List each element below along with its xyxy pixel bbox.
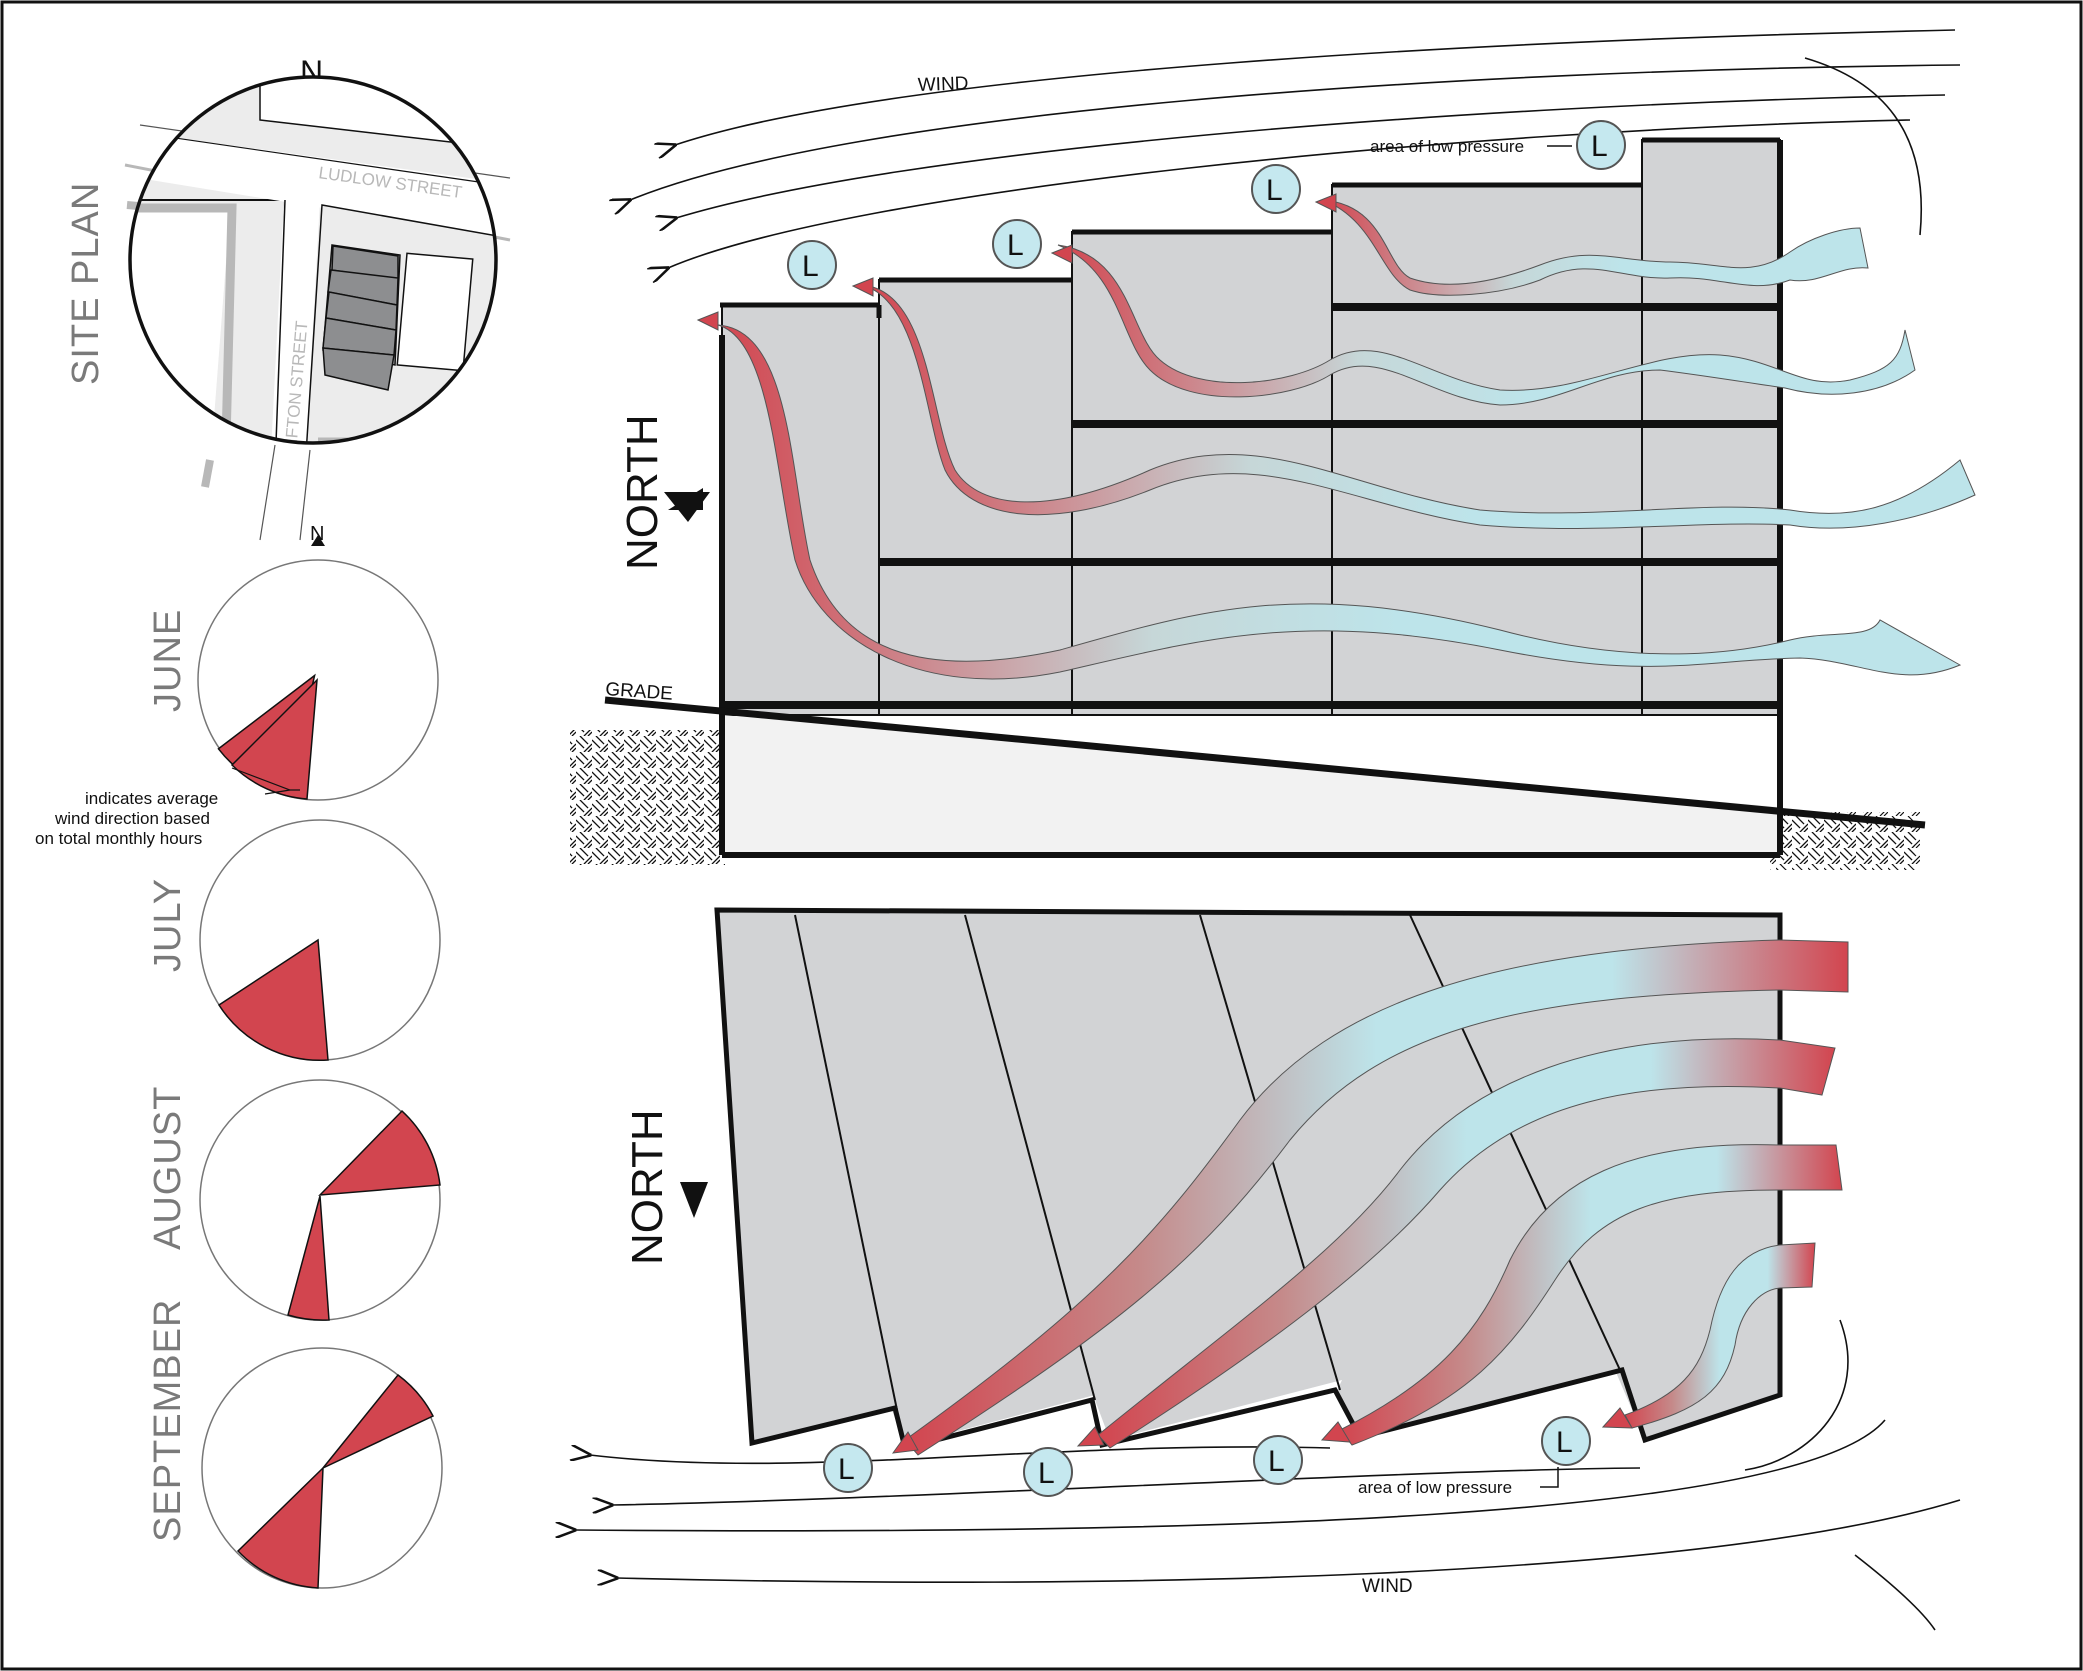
section-L-1: L <box>802 250 819 283</box>
site-plan-title: SITE PLAN <box>65 182 107 385</box>
plan-L-1: L <box>838 1453 855 1486</box>
section-ribbon-1 <box>717 324 1962 680</box>
plan-ribbon-3 <box>1339 1144 1843 1446</box>
section-L-3: L <box>1266 174 1283 207</box>
wind-roses: N JUNE indicates average wind direction … <box>35 523 443 1589</box>
plan-L-4: L <box>1556 1426 1573 1459</box>
section-L-2: L <box>1007 229 1024 262</box>
wind-wedge-june <box>230 678 318 800</box>
rose-north-arrow-icon <box>311 535 325 546</box>
plan-L-2: L <box>1038 1457 1055 1490</box>
plan-low-pressure-markers: L L L L <box>823 1416 1591 1497</box>
plan-low-pressure-label: area of low pressure <box>1358 1478 1512 1497</box>
month-label-june: JUNE <box>147 609 189 712</box>
annotation-line-2: wind direction based <box>54 809 210 828</box>
wind-wedge-august-1 <box>318 1109 441 1196</box>
section-ribbon-2 <box>861 284 1976 530</box>
section-low-pressure-label: area of low pressure <box>1370 137 1524 156</box>
plan-wind-label: WIND <box>1362 1576 1413 1597</box>
grade-label: GRADE <box>605 679 674 705</box>
plan-north-arrow-icon <box>680 1182 708 1218</box>
plan-diagram: WIND L L L L area of low pressure NORTH <box>575 907 1961 1631</box>
wind-wedge-september-1 <box>322 1373 435 1469</box>
site-plan-circle <box>128 75 498 445</box>
grade-line <box>604 696 1926 829</box>
site-plan: SITE PLAN N <box>65 54 511 541</box>
month-label-july: JULY <box>147 878 189 972</box>
plan-north-label: NORTH <box>623 1109 672 1265</box>
plan-L-3: L <box>1268 1445 1285 1478</box>
plan-outline <box>714 907 1783 1452</box>
wind-wedge-september-2 <box>236 1466 324 1589</box>
section-low-pressure-markers: L L L L <box>787 120 1626 290</box>
month-label-september: SEPTEMBER <box>147 1299 189 1542</box>
annotation-line-1: indicates average <box>85 789 218 808</box>
plan-ribbon-1 <box>904 939 1849 1456</box>
plan-ribbon-2 <box>1097 1038 1836 1449</box>
wind-wedge-august-2 <box>287 1195 330 1321</box>
section-north-label: NORTH <box>618 414 667 570</box>
section-north-arrow-icon <box>664 492 710 522</box>
annotation-line-3: on total monthly hours <box>35 829 202 848</box>
section-ribbon-4 <box>1322 199 1869 296</box>
section-wind-label: WIND <box>917 73 968 96</box>
month-label-august: AUGUST <box>147 1086 189 1250</box>
section-diagram: WIND <box>570 29 1976 870</box>
wind-wedge-july <box>217 938 329 1062</box>
rose-north-label: N <box>310 523 324 545</box>
section-ribbon-3 <box>1057 244 1916 406</box>
section-L-4: L <box>1591 130 1608 163</box>
plan-ribbon-4 <box>1624 1242 1816 1429</box>
